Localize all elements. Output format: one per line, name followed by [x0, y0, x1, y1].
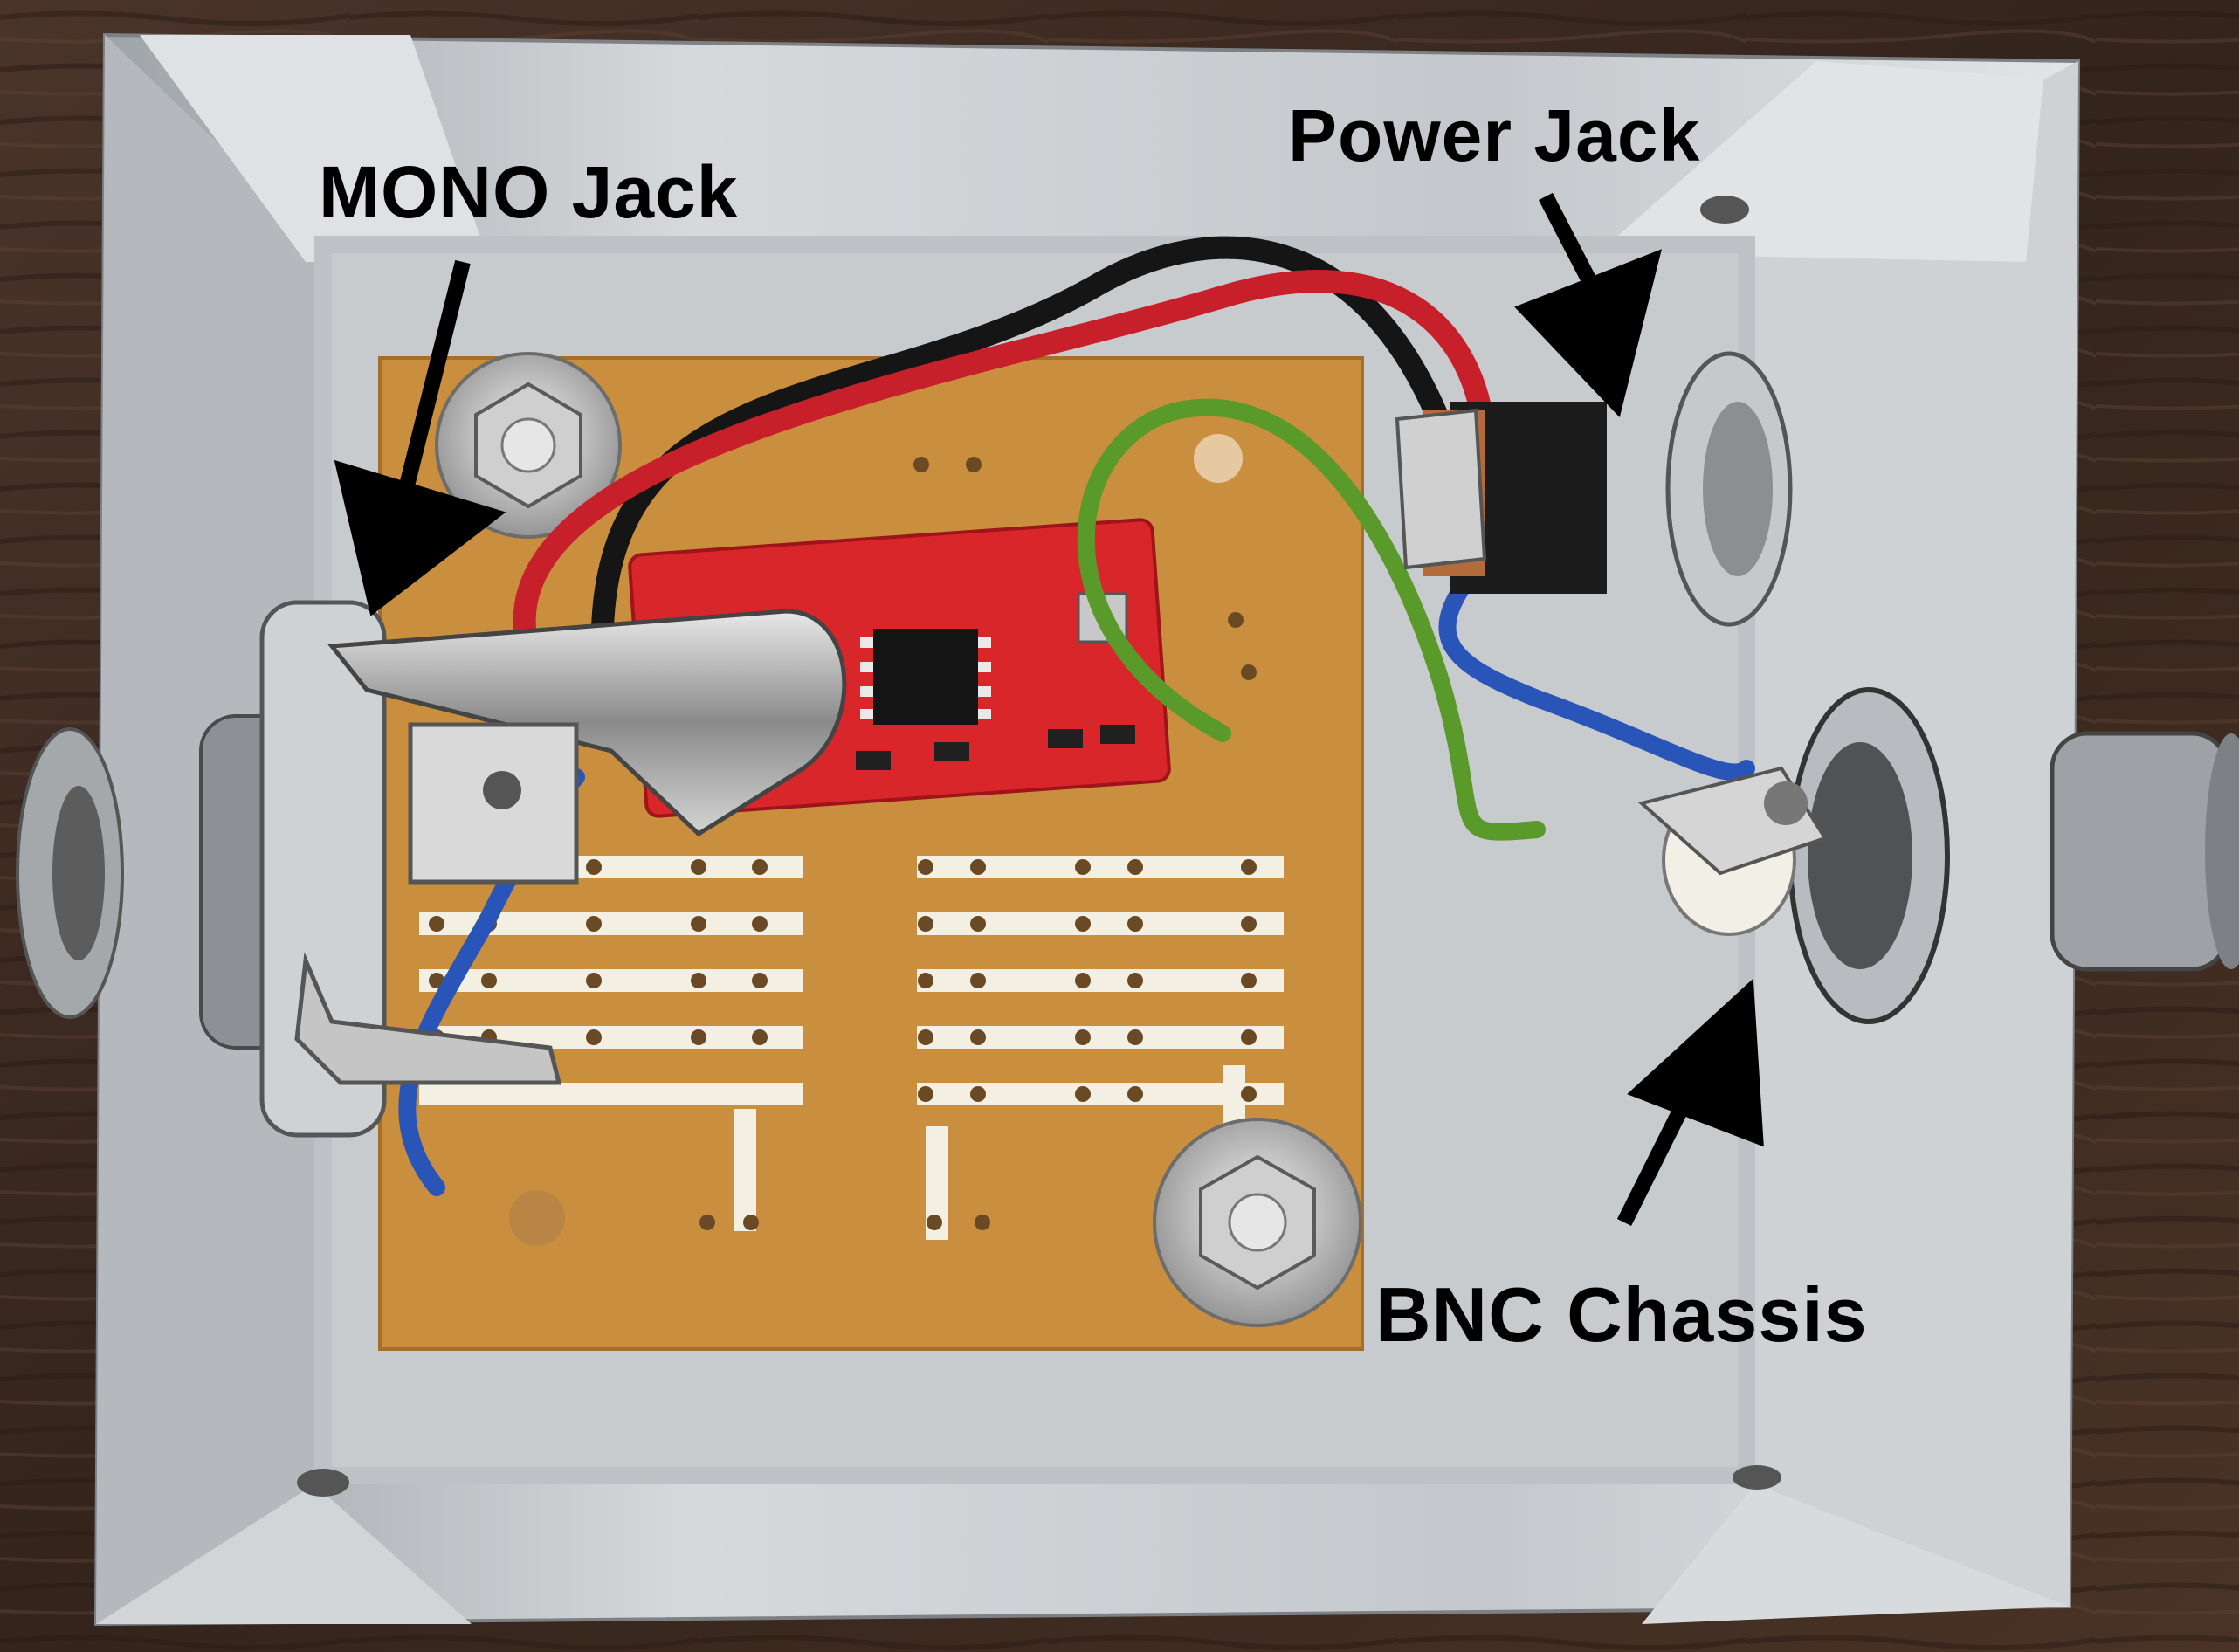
nut-bottom — [1153, 1118, 1362, 1327]
wire-red — [513, 270, 1496, 675]
mono-jack-label: MONO Jack — [319, 151, 739, 233]
wire-blue-right — [1438, 550, 1755, 781]
bnc-connector — [1637, 687, 2239, 1024]
wires — [398, 236, 1755, 1196]
wire-green — [1077, 398, 1546, 841]
mono-jack — [16, 600, 847, 1138]
bnc-chassis-label: BNC Chassis — [1375, 1271, 1868, 1358]
arrow-bnc-chassis — [1616, 978, 1764, 1227]
arrow-power-jack — [1514, 192, 1662, 418]
arrow-mono-jack — [334, 259, 506, 616]
power-jack — [1395, 351, 1793, 627]
nut-top — [435, 352, 622, 539]
power-jack-label: Power Jack — [1288, 94, 1701, 176]
